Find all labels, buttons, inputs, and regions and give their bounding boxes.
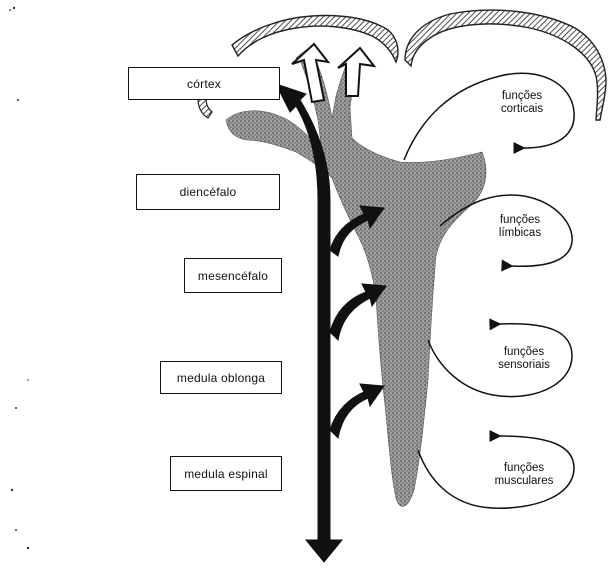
function-limbicas-line1: funções: [480, 214, 560, 227]
function-musculares-line2: musculares: [484, 475, 564, 488]
function-sensoriais: funções sensoriais: [484, 346, 564, 372]
function-corticais-line2: corticais: [482, 103, 562, 116]
function-sensoriais-line2: sensoriais: [484, 359, 564, 372]
label-diencefalo: diencéfalo: [136, 174, 280, 210]
function-musculares: funções musculares: [484, 462, 564, 488]
label-medula-oblonga: medula oblonga: [160, 361, 282, 394]
function-limbicas: funções límbicas: [480, 214, 560, 240]
function-limbicas-line2: límbicas: [480, 227, 560, 240]
label-mesencefalo: mesencéfalo: [184, 258, 282, 293]
function-corticais: funções corticais: [482, 90, 562, 116]
function-sensoriais-line1: funções: [484, 346, 564, 359]
loop-corticais: [404, 73, 574, 160]
function-corticais-line1: funções: [482, 90, 562, 103]
function-musculares-line1: funções: [484, 462, 564, 475]
label-cortex: córtex: [128, 67, 280, 100]
label-medula-espinal: medula espinal: [170, 456, 282, 491]
scan-specks: [9, 7, 29, 549]
